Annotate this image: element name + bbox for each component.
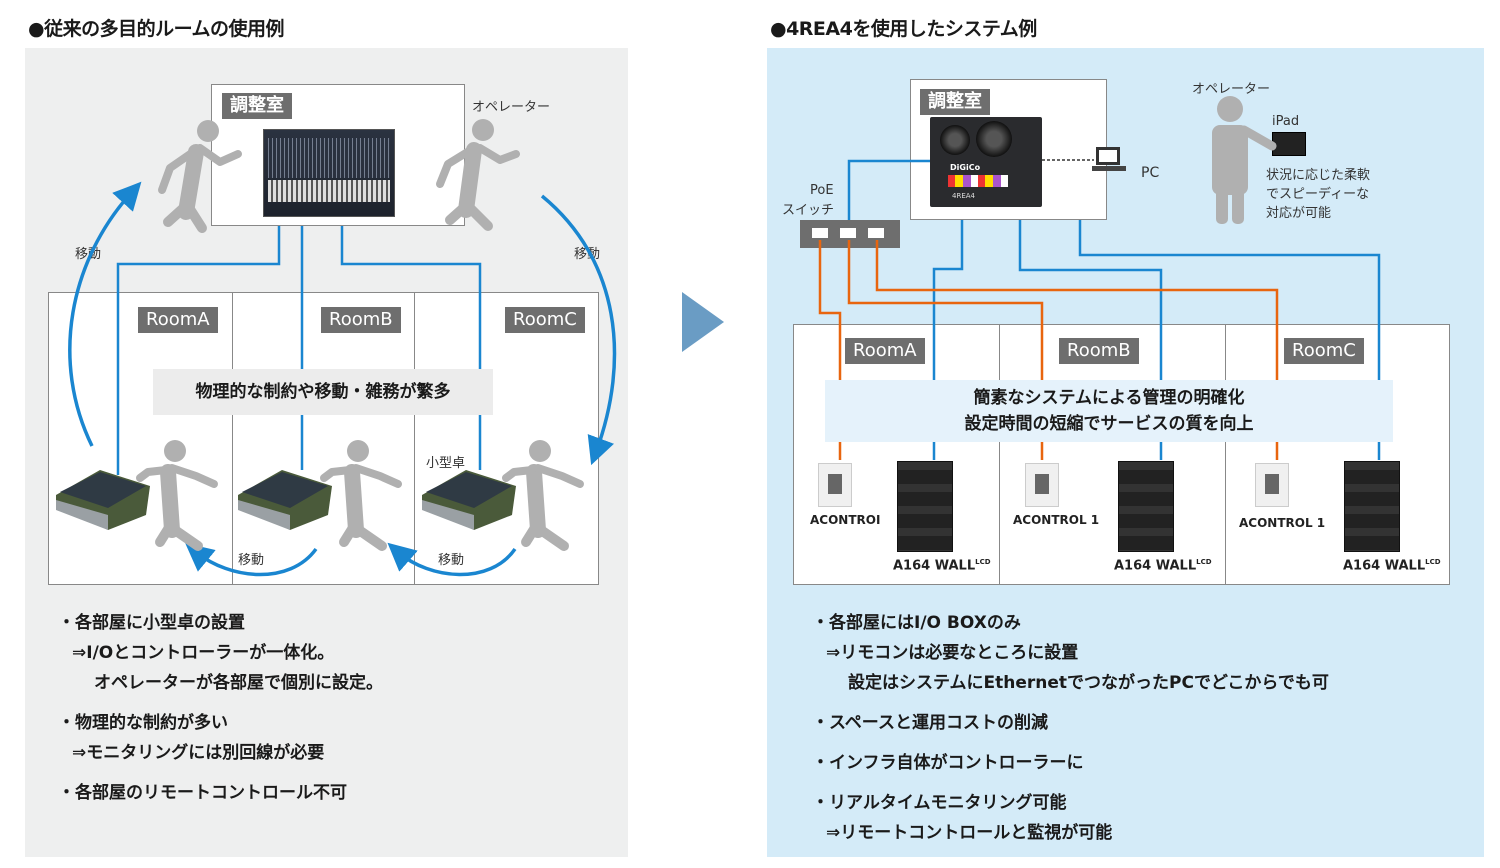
small-console-icon — [56, 470, 150, 530]
acontrol-label: ACONTROL 1 — [1239, 516, 1326, 530]
move-arrow — [540, 194, 617, 466]
left-room-c-tag: RoomC — [505, 307, 585, 333]
pc-label: PC — [1141, 165, 1160, 181]
4rea4-engine: DiGiCo 4REA4 — [930, 117, 1042, 207]
move-arrow — [185, 543, 318, 577]
person-walking-icon — [502, 440, 584, 551]
small-console-icon — [238, 470, 332, 530]
pc-keyboard-icon — [1092, 166, 1126, 171]
bullet-item: ・リアルタイムモニタリング可能 ⇒リモートコントロールと監視が可能 — [812, 793, 1113, 843]
person-standing-icon — [1212, 96, 1277, 224]
pc-screen-icon — [1096, 147, 1120, 165]
move-label: 移動 — [75, 247, 102, 262]
right-room-b-tag: RoomB — [1059, 338, 1139, 364]
port-icon — [840, 228, 856, 238]
a164-wall-device — [897, 461, 953, 552]
right-room-c-tag: RoomC — [1284, 338, 1364, 364]
poe-label-2: スイッチ — [782, 203, 835, 218]
left-title: ●従来の多目的ルームの使用例 — [28, 18, 285, 40]
right-bullets: ・各部屋にはI/O BOXのみ ⇒リモコンは必要なところに設置 設定はシステムに… — [812, 608, 1472, 858]
ipad-label: iPad — [1272, 114, 1300, 129]
move-arrow — [387, 542, 517, 577]
cable-poe-engine — [847, 159, 930, 220]
cable-room-c — [340, 226, 482, 470]
port-icon — [812, 228, 828, 238]
a164-wall-device — [1344, 461, 1400, 552]
bullet-item: ・物理的な制約が多い ⇒モニタリングには別回線が必要 — [58, 713, 325, 763]
room-divider — [1225, 324, 1226, 585]
operator-note: 状況に応じた柔軟 でスピーディーな 対応が可能 — [1266, 168, 1371, 221]
left-control-room-tag: 調整室 — [222, 93, 292, 119]
right-banner: 簡素なシステムによる管理の明確化 設定時間の短縮でサービスの質を向上 — [825, 380, 1393, 442]
acontrol-label: ACONTROL 1 — [1013, 513, 1100, 527]
cable-wall-a — [932, 220, 964, 460]
left-operator-label: オペレーター — [472, 100, 551, 115]
person-walking-icon — [320, 440, 402, 551]
cable-room-a — [116, 226, 281, 475]
left-bullets: ・各部屋に小型卓の設置 ⇒I/Oとコントローラーが一体化。 オペレーターが各部屋… — [58, 608, 618, 818]
move-label: 移動 — [438, 553, 465, 568]
bullet-item: ・各部屋のリモートコントロール不可 — [58, 783, 347, 803]
wall-label: A164 WALLLCD — [893, 558, 991, 574]
wall-label: A164 WALLLCD — [1114, 558, 1212, 574]
engine-buttons — [948, 175, 1008, 187]
room-divider — [414, 292, 415, 585]
person-walking-icon — [158, 120, 242, 233]
fan-icon — [940, 125, 970, 155]
bullet-item: ・インフラ自体がコントローラーに — [812, 753, 1084, 773]
right-control-room-tag: 調整室 — [920, 89, 990, 115]
large-mixing-console — [263, 129, 395, 217]
room-divider — [232, 292, 233, 585]
engine-brand: DiGiCo — [950, 163, 981, 172]
poe-cable-c — [875, 240, 1279, 460]
engine-model: 4REA4 — [952, 192, 975, 200]
right-title: ●4REA4を使用したシステム例 — [770, 18, 1037, 40]
room-divider — [999, 324, 1000, 585]
wall-label: A164 WALLLCD — [1343, 558, 1441, 574]
right-operator-label: オペレーター — [1192, 82, 1271, 97]
left-room-b-tag: RoomB — [321, 307, 401, 333]
bullet-item: ・各部屋に小型卓の設置 ⇒I/Oとコントローラーが一体化。 オペレーターが各部屋… — [58, 613, 383, 693]
left-room-a-tag: RoomA — [138, 307, 218, 333]
acontrol-device — [1255, 463, 1289, 507]
person-walking-icon — [436, 119, 520, 231]
person-walking-icon — [136, 440, 218, 551]
acontrol-device — [1025, 463, 1059, 507]
left-banner: 物理的な制約や移動・雑務が繁多 — [153, 369, 493, 415]
left-rooms-box — [48, 292, 599, 585]
cable-wall-b — [1018, 220, 1163, 460]
small-console-label: 小型卓 — [426, 456, 466, 471]
a164-wall-device — [1118, 461, 1174, 552]
ipad-icon — [1272, 132, 1306, 156]
acontrol-label: ACONTROI — [810, 513, 881, 527]
poe-label: PoE — [810, 183, 834, 198]
move-arrow — [68, 181, 142, 447]
move-label: 移動 — [238, 553, 265, 568]
port-icon — [868, 228, 884, 238]
bullet-item: ・スペースと運用コストの削減 — [812, 713, 1048, 733]
acontrol-device — [818, 463, 852, 507]
right-room-a-tag: RoomA — [845, 338, 925, 364]
cable-wall-c — [1078, 220, 1381, 460]
small-console-icon — [422, 470, 516, 530]
bullet-item: ・各部屋にはI/O BOXのみ ⇒リモコンは必要なところに設置 設定はシステムに… — [812, 613, 1329, 693]
fan-icon — [976, 121, 1012, 157]
